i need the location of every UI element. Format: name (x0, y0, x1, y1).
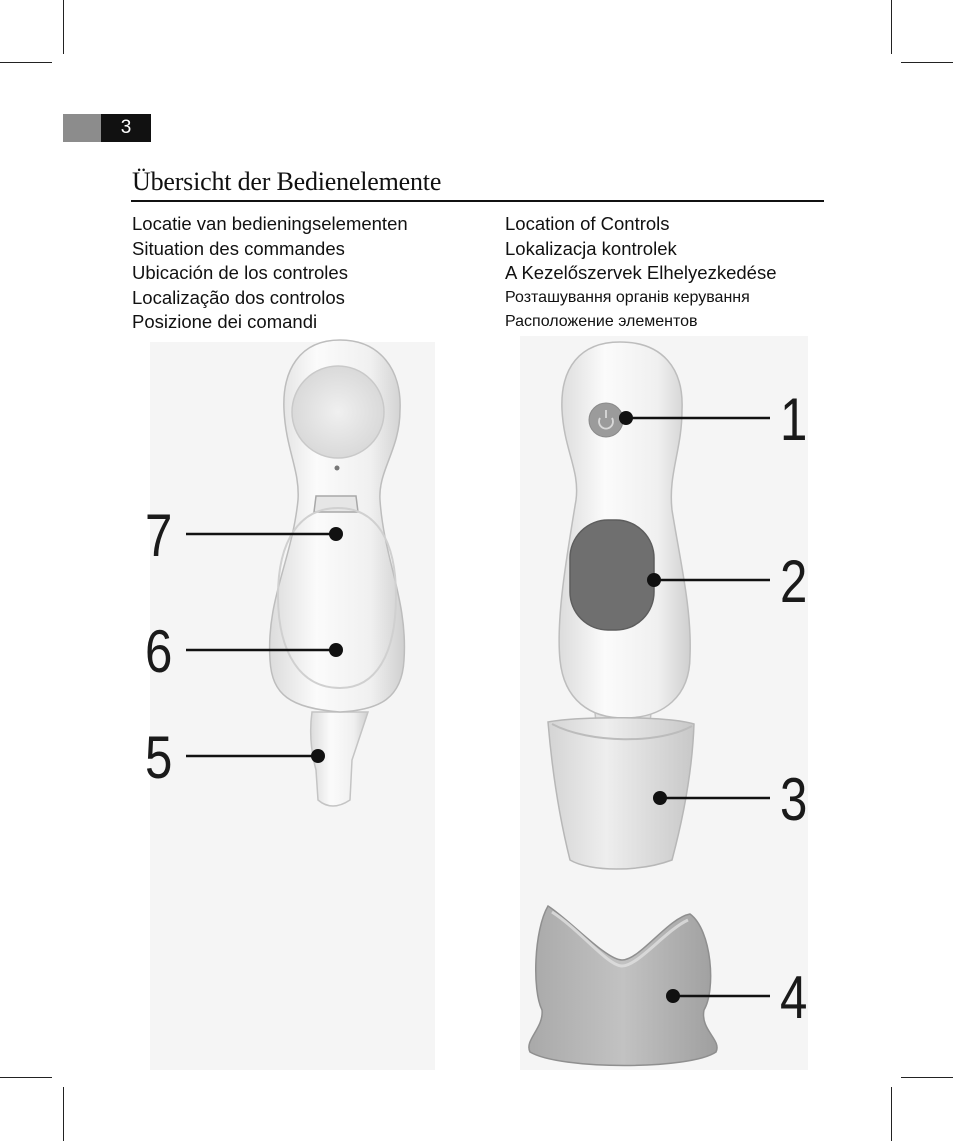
leader-dot-7 (329, 527, 343, 541)
crop-mark (901, 1077, 953, 1078)
stand-shell (528, 904, 718, 1067)
page-number: 3 (101, 114, 151, 142)
lcd-display (569, 519, 655, 631)
heading-rule (131, 200, 824, 202)
callout-number-3: 3 (780, 766, 808, 833)
stand-inner-rim (551, 910, 689, 968)
translations-left: Locatie van bedieningselementen Situatio… (132, 212, 408, 335)
callout-number-5: 5 (145, 724, 173, 791)
translation-italian: Posizione dei comandi (132, 311, 318, 333)
crop-mark (891, 0, 892, 54)
translation-hungarian: A Kezelőszervek Elhelyezkedése (505, 262, 777, 284)
crop-mark (63, 1087, 64, 1141)
translation-ukrainian: Розташування органів керування (505, 288, 750, 306)
translation-russian: Расположение элементов (505, 313, 698, 331)
callout-number-6: 6 (145, 618, 173, 685)
sensor-lens (291, 365, 385, 459)
callout-number-4: 4 (780, 964, 808, 1031)
callout-number-1: 1 (780, 386, 808, 453)
crop-mark (0, 1077, 52, 1078)
translation-portuguese: Localização dos controlos (132, 286, 345, 308)
leader-dot-5 (311, 749, 325, 763)
thermometer-back-view (268, 339, 406, 807)
translations-right: Location of Controls Lokalizacja kontrol… (505, 212, 776, 335)
crop-mark (901, 62, 953, 63)
crop-mark (891, 1087, 892, 1141)
protective-cap (547, 716, 695, 870)
stand-base (528, 904, 718, 1067)
power-button (588, 402, 624, 438)
translation-spanish: Ubicación de los controles (132, 262, 348, 284)
battery-cover (276, 506, 398, 690)
callout-number-7: 7 (145, 502, 173, 569)
callout-number-2: 2 (780, 548, 808, 615)
crop-mark (63, 0, 64, 54)
leader-dot-2 (647, 573, 661, 587)
callout-leaders (186, 411, 770, 1003)
leader-dot-1 (619, 411, 633, 425)
leader-dot-3 (653, 791, 667, 805)
translation-dutch: Locatie van bedieningselementen (132, 213, 408, 234)
indicator-hole (334, 465, 340, 471)
translation-french: Situation des commandes (132, 237, 345, 259)
page-tab-bar (63, 114, 101, 142)
cap-shell (547, 716, 695, 870)
leader-dot-6 (329, 643, 343, 657)
crop-mark (0, 62, 52, 63)
translation-polish: Lokalizacja kontrolek (505, 237, 677, 259)
thermometer-front-view (558, 341, 691, 749)
probe-tip (309, 711, 370, 807)
leader-dot-4 (666, 989, 680, 1003)
translation-english: Location of Controls (505, 213, 670, 234)
cap-rim (551, 723, 693, 741)
section-heading: Übersicht der Bedienelemente (132, 167, 442, 196)
power-icon (598, 410, 614, 430)
